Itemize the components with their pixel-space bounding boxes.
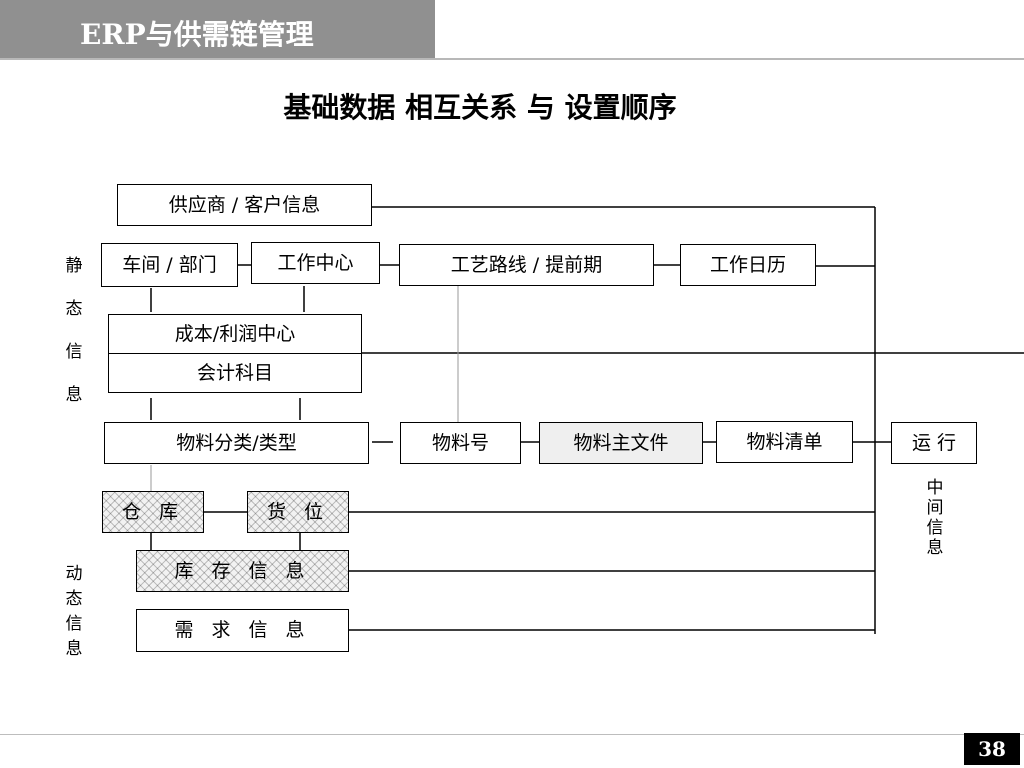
intermediate-info-label: 中 间 信 息: [926, 478, 944, 558]
slide-title: 基础数据 相互关系 与 设置顺序: [283, 91, 677, 124]
warehouse-label: 仓 库: [121, 500, 185, 523]
page-number: 38: [964, 733, 1020, 765]
bom-label: 物料清单: [746, 430, 823, 453]
item-master-box: 物料主文件: [539, 422, 703, 464]
material-number-box: 物料号: [400, 422, 521, 464]
header-title: ERP与供需链管理: [80, 18, 314, 51]
material-category-label: 物料分类/类型: [176, 431, 297, 454]
material-category-box: 物料分类/类型: [104, 422, 369, 464]
inventory-info-box: 库 存 信 息: [136, 550, 349, 592]
workshop-department-label: 车间 / 部门: [122, 253, 217, 276]
inventory-info-label: 库 存 信 息: [174, 559, 311, 582]
demand-info-box: 需 求 信 息: [136, 609, 349, 652]
dynamic-info-label: 动 态 信 息: [65, 564, 83, 659]
accounting-subjects-label: 会计科目: [196, 361, 273, 384]
material-number-label: 物料号: [431, 431, 489, 454]
run-box: 运 行: [891, 422, 977, 464]
demand-info-label: 需 求 信 息: [174, 619, 311, 641]
page-number-text: 38: [978, 737, 1006, 761]
bom-box: 物料清单: [716, 421, 853, 463]
work-calendar-box: 工作日历: [680, 244, 816, 286]
routing-leadtime-label: 工艺路线 / 提前期: [450, 253, 603, 276]
routing-leadtime-box: 工艺路线 / 提前期: [399, 244, 654, 286]
item-master-label: 物料主文件: [573, 431, 669, 454]
supplier-customer-box: 供应商 / 客户信息: [117, 184, 372, 226]
location-box: 货 位: [247, 491, 349, 533]
static-info-label: 静 态 信 息: [65, 256, 83, 405]
supplier-customer-label: 供应商 / 客户信息: [168, 193, 321, 216]
work-center-box: 工作中心: [251, 242, 380, 284]
header-divider: [0, 58, 1024, 60]
header-band: [0, 0, 435, 60]
work-calendar-label: 工作日历: [709, 253, 786, 276]
workshop-department-box: 车间 / 部门: [101, 243, 238, 287]
warehouse-box: 仓 库: [102, 491, 204, 533]
work-center-label: 工作中心: [277, 251, 354, 274]
cost-profit-center-box: 成本/利润中心: [108, 314, 362, 354]
run-label: 运 行: [911, 431, 957, 454]
accounting-subjects-box: 会计科目: [108, 353, 362, 393]
footer-divider: [0, 734, 1024, 735]
cost-profit-center-label: 成本/利润中心: [174, 322, 296, 345]
location-label: 货 位: [266, 500, 330, 523]
